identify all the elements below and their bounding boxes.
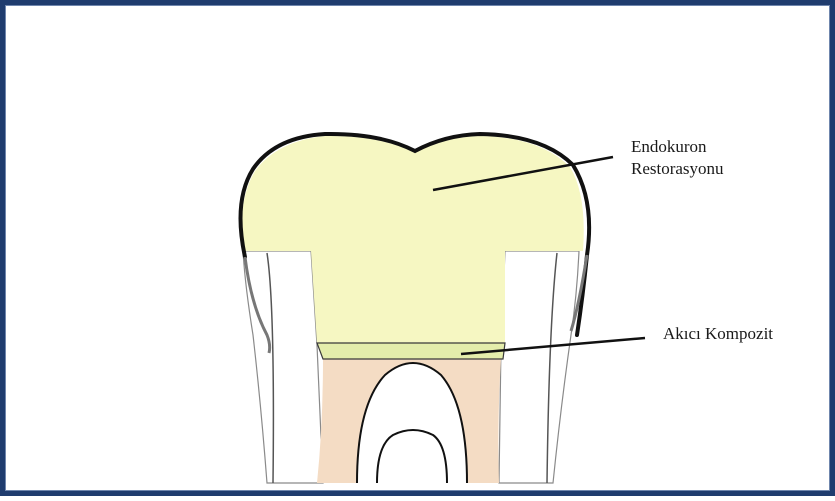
root-wall-left [243, 251, 323, 483]
endokuron-label-line2: Restorasyonu [631, 158, 724, 180]
endokuron-label: Endokuron Restorasyonu [631, 136, 724, 180]
flowable-composite-layer [317, 343, 505, 359]
tooth-diagram [5, 5, 835, 501]
akici-kompozit-label: Akıcı Kompozit [663, 323, 773, 345]
endokuron-label-line1: Endokuron [631, 136, 724, 158]
root-wall-right [499, 251, 579, 483]
